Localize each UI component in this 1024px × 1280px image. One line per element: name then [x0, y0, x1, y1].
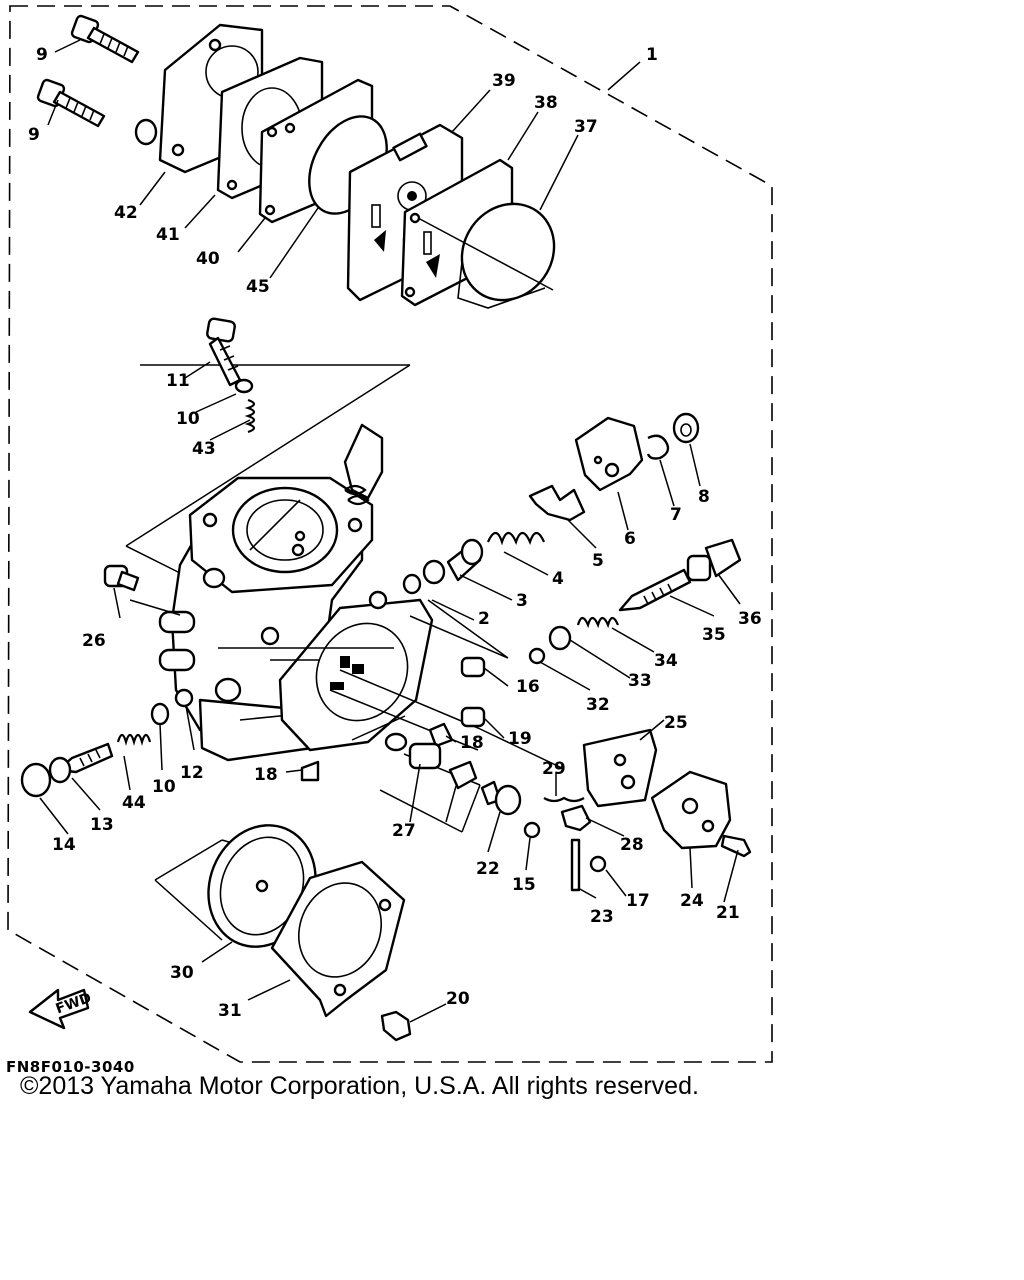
pump-cover-stack	[158, 23, 556, 309]
callout-19: 19	[508, 729, 532, 749]
callout-16: 16	[516, 677, 540, 697]
assembly-boundary	[7, 5, 773, 1063]
callout-7: 7	[670, 505, 682, 525]
callout-20: 20	[446, 989, 470, 1009]
callout-10-lower: 10	[152, 777, 176, 797]
callout-43: 43	[192, 439, 216, 459]
callout-39: 39	[492, 71, 516, 91]
callout-36: 36	[738, 609, 762, 629]
diaphragm-and-cover	[207, 824, 412, 1042]
callout-5: 5	[592, 551, 604, 571]
throttle-shaft-parts	[402, 412, 700, 595]
callout-6: 6	[624, 529, 636, 549]
callout-35: 35	[702, 625, 726, 645]
screw-9-upper	[70, 14, 140, 64]
callout-27: 27	[392, 821, 416, 841]
callout-25: 25	[664, 713, 688, 733]
callout-11: 11	[166, 371, 190, 391]
screw-9-lower	[36, 78, 158, 146]
callout-34: 34	[654, 651, 678, 671]
callout-30: 30	[170, 963, 194, 983]
callout-10-upper: 10	[176, 409, 200, 429]
adjust-screw-assemblies	[20, 317, 742, 798]
callout-3: 3	[516, 591, 528, 611]
callout-38: 38	[534, 93, 558, 113]
callout-29: 29	[542, 759, 566, 779]
callout-44: 44	[122, 793, 146, 813]
callout-33: 33	[628, 671, 652, 691]
callout-41: 41	[156, 225, 180, 245]
jets-and-small-parts	[300, 656, 752, 892]
callout-18-upper: 18	[460, 733, 484, 753]
figure-code: FN8F010-3040	[6, 1058, 135, 1076]
callout-31: 31	[218, 1001, 242, 1021]
callout-1: 1	[646, 45, 658, 65]
callout-17: 17	[626, 891, 650, 911]
callout-26: 26	[82, 631, 106, 651]
callout-labels: 1 2 3 4 5 6 7 8 9 9 10 10 11 12 13 14 15…	[28, 45, 762, 1021]
callout-18-lower: 18	[254, 765, 278, 785]
callout-12: 12	[180, 763, 204, 783]
callout-42: 42	[114, 203, 138, 223]
callout-21: 21	[716, 903, 740, 923]
callout-22: 22	[476, 859, 500, 879]
leader-lines	[39, 39, 741, 1023]
callout-37: 37	[574, 117, 598, 137]
callout-32: 32	[586, 695, 610, 715]
copyright-notice: ©2013 Yamaha Motor Corporation, U.S.A. A…	[20, 1072, 699, 1100]
callout-9-lower: 9	[28, 125, 40, 145]
callout-40: 40	[196, 249, 220, 269]
callout-23: 23	[590, 907, 614, 927]
callout-14: 14	[52, 835, 76, 855]
callout-24: 24	[680, 891, 704, 911]
callout-28: 28	[620, 835, 644, 855]
callout-9-upper: 9	[36, 45, 48, 65]
callout-45: 45	[246, 277, 270, 297]
callout-2: 2	[478, 609, 490, 629]
callout-13: 13	[90, 815, 114, 835]
callout-8: 8	[698, 487, 710, 507]
carburetor-body	[158, 423, 434, 762]
fwd-arrow-icon: FWD	[28, 988, 94, 1030]
callout-4: 4	[552, 569, 564, 589]
callout-15: 15	[512, 875, 536, 895]
